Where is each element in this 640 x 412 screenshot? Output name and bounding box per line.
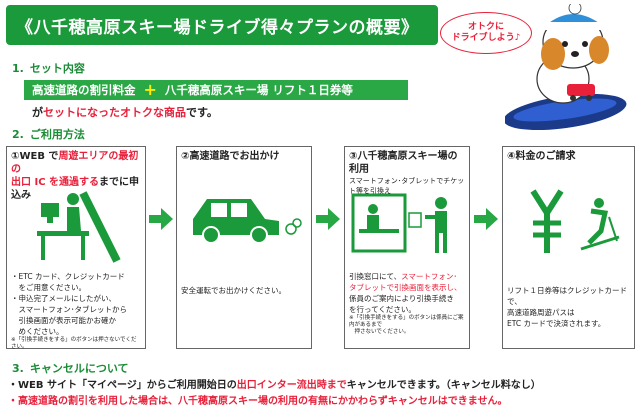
- cancel-note-2: ・高速道路の割引を利用した場合は、八千穂高原スキー場の利用の有無にかかわらずキャ…: [8, 396, 508, 407]
- step-card-1: ①WEB で周遊エリアの最初の 出口 IC を通過するまでに申込み ・ETC カ…: [6, 146, 146, 350]
- step1-bullet: 引換画面が表示可能かお確か: [11, 316, 116, 325]
- speech-bubble: オトクに ドライブしよう♪: [440, 12, 532, 54]
- step1-bullet: めください。: [11, 327, 64, 336]
- step2-body: 安全運転でお出かけください。: [181, 286, 286, 295]
- cancel-note-1: ・WEB サイト「マイページ」からご利用開始日の出口インター流出時までキャンセル…: [8, 380, 541, 391]
- step1-bullet: ・ETC カード、クレジットカード: [11, 272, 125, 281]
- step1-note: ※「引換手続きをする」のボタンは押さないでください。: [11, 337, 137, 350]
- lift-ticket-label: 八千穂高原スキー場 リフト１日券等: [164, 83, 353, 97]
- yen-and-skier-icon: [530, 189, 620, 253]
- mascot-dog-illustration: [505, 4, 627, 131]
- plus-icon: +: [143, 80, 157, 99]
- arrow-right-icon: [149, 208, 173, 230]
- step4-heading: ④料金のご請求: [507, 151, 576, 162]
- page-title: 《八千穂高原スキー場ドライブ得々プランの概要》: [6, 5, 438, 45]
- step3-subheading: スマートフォン･タブレットでチケット等を引換え: [349, 177, 465, 195]
- step3-heading: ③八千穂高原スキー場の利用: [349, 151, 458, 175]
- step3-note: 押さないでください。: [349, 329, 410, 335]
- step1-bullet: をご用意ください。: [11, 283, 86, 292]
- step3-body: 係員のご案内により引換手続き: [349, 294, 454, 303]
- step-card-4: ④料金のご請求 リフト１日券等はクレジットカードで、 高速道路周遊パスは ETC…: [502, 146, 635, 349]
- arrow-right-icon: [316, 208, 340, 230]
- step1-bullet: スマートフォン･タブレットから: [11, 305, 128, 314]
- step3-note: ※「引換手続きをする」のボタンは係員にご案内があるまで: [349, 315, 464, 328]
- set-contents-bar: 高速道路の割引料金 + 八千穂高原スキー場 リフト１日券等: [24, 80, 408, 100]
- step4-body: 高速道路周遊パスは: [507, 308, 575, 317]
- step3-body: タブレットで引換画面を表示し、: [349, 283, 462, 292]
- section1-heading: 1.セット内容: [12, 62, 85, 75]
- set-description: がセットになったオトクな商品です。: [32, 106, 218, 119]
- step-card-3: ③八千穂高原スキー場の利用 スマートフォン･タブレットでチケット等を引換え 引換…: [344, 146, 470, 349]
- bubble-line2: ドライブしよう♪: [451, 33, 521, 43]
- section2-heading: 2.ご利用方法: [12, 128, 85, 141]
- step1-bullet: ・申込完了メールにしたがい、: [11, 294, 116, 303]
- step1-heading: ①WEB で周遊エリアの最初の 出口 IC を通過するまでに申込み: [11, 151, 140, 201]
- step4-body: ETC カードで決済されます。: [507, 319, 606, 328]
- arrow-right-icon: [474, 208, 498, 230]
- section3-heading: 3.キャンセルについて: [12, 362, 129, 375]
- highway-discount-label: 高速道路の割引料金: [32, 83, 136, 97]
- step3-body: を行ってください。: [349, 305, 416, 314]
- person-at-desk-icon: [37, 191, 121, 263]
- step4-body: リフト１日券等はクレジットカードで、: [507, 286, 627, 306]
- step-card-2: ②高速道路でお出かけ 安全運転でお出かけください。: [176, 146, 312, 349]
- step2-heading: ②高速道路でお出かけ: [181, 151, 280, 162]
- car-icon: [193, 199, 302, 244]
- step3-body: 引換窓口にて、スマートフォン･: [349, 272, 458, 281]
- ticket-exchange-icon: [351, 193, 447, 253]
- bubble-line1: オトクに: [467, 22, 504, 32]
